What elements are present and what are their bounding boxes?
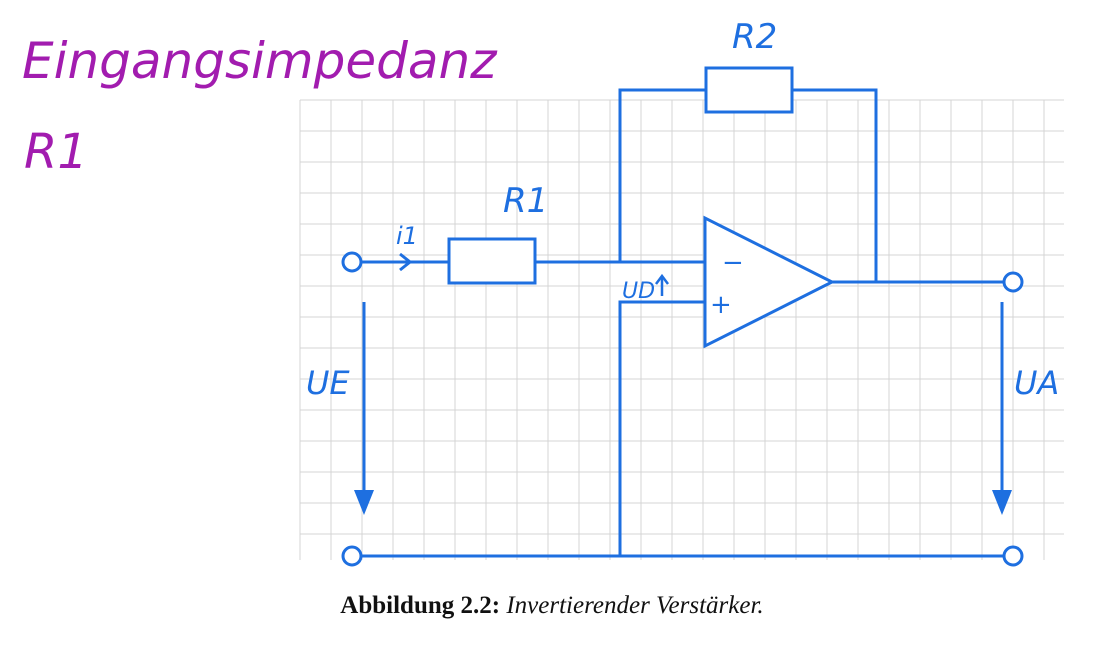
wire-feedback-left bbox=[618, 88, 706, 262]
label-i1: i1 bbox=[396, 222, 418, 250]
figure-caption: Abbildung 2.2: Invertierender Verstärker… bbox=[0, 592, 1104, 620]
label-ud: UD bbox=[622, 279, 655, 304]
grid-background bbox=[299, 99, 1064, 560]
terminal-output bbox=[1002, 271, 1024, 293]
terminal-output-ground bbox=[1002, 545, 1024, 567]
caption-text: Invertierender Verstärker. bbox=[506, 592, 764, 619]
opamp-minus-sign: − bbox=[722, 248, 744, 278]
label-r1: R1 bbox=[503, 181, 548, 221]
wire-feedback-right bbox=[792, 88, 878, 282]
current-arrow-i1 bbox=[399, 252, 413, 272]
opamp-plus-sign: + bbox=[710, 290, 732, 320]
label-ue: UE bbox=[306, 364, 350, 402]
opamp-triangle bbox=[703, 215, 836, 349]
note-eingangsimpedanz: Eingangsimpedanz bbox=[22, 32, 498, 90]
circuit-wires bbox=[362, 88, 1003, 558]
label-r2: R2 bbox=[732, 17, 777, 57]
voltage-arrow-ud-head bbox=[655, 273, 669, 285]
terminal-input bbox=[341, 251, 363, 273]
note-r1: R1 bbox=[24, 124, 88, 180]
wire-plus-to-ground bbox=[618, 300, 705, 556]
voltage-arrow-ua-head bbox=[992, 490, 1012, 515]
resistor-r1 bbox=[447, 237, 537, 285]
terminal-input-ground bbox=[341, 545, 363, 567]
voltage-arrow-ue-head bbox=[354, 490, 374, 515]
label-ua: UA bbox=[1014, 364, 1059, 402]
caption-label: Abbildung 2.2: bbox=[340, 592, 501, 619]
resistor-r2 bbox=[704, 66, 794, 114]
